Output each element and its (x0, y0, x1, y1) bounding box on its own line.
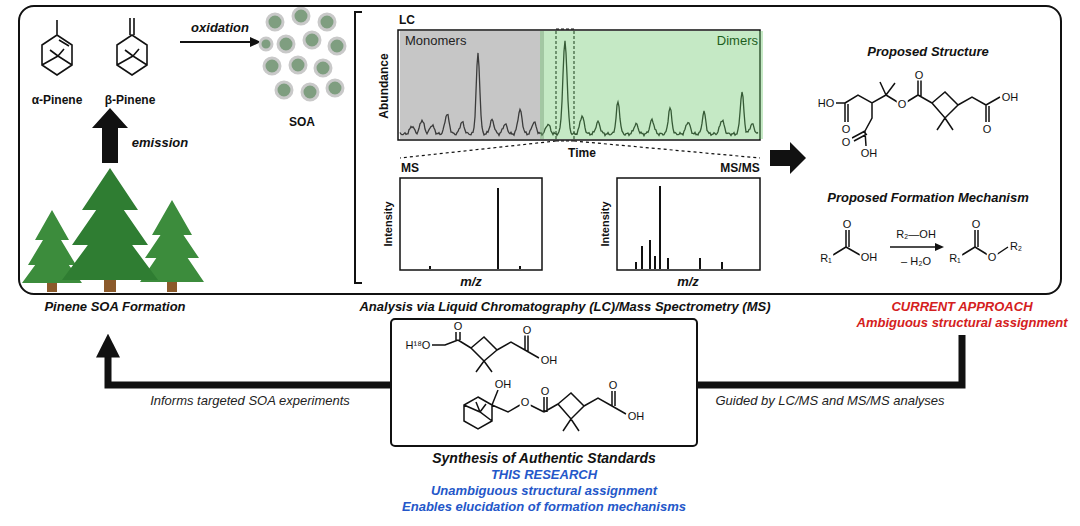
figure-label: m/z (460, 275, 482, 289)
ms-frame (400, 178, 542, 270)
atom-label: O (841, 137, 852, 148)
figure-label: α-Pinene (32, 94, 83, 107)
figure-label: Intensity (382, 201, 394, 246)
emission-arrow (92, 108, 128, 163)
connector-label: Guided by LC/MS and MS/MS analyses (713, 394, 946, 408)
atom-label: R₁ (819, 253, 833, 264)
soa-particles (327, 80, 343, 96)
figure-label: Time (568, 147, 596, 160)
atom-label: H¹⁸O (405, 340, 432, 351)
figure-label: SOA (289, 116, 315, 129)
caption-text: Pinene SOA Formation (44, 299, 185, 314)
atom-label: O (987, 252, 998, 263)
soa-particles (319, 14, 335, 30)
msms-peaks (636, 186, 722, 269)
atom-label: O (914, 70, 925, 81)
figure-label: LC (399, 14, 415, 27)
figure-label: Proposed Formation Mechanism (827, 191, 1029, 205)
box-outline (390, 318, 698, 447)
caption-text: THIS RESEARCH (491, 467, 597, 482)
soa-particles (302, 84, 318, 100)
soa-particles (315, 60, 331, 76)
figure-label: oxidation (191, 21, 249, 35)
atom-label: O (522, 325, 533, 336)
cycle-connector (108, 348, 390, 385)
connector-label: Informs targeted SOA experiments (148, 394, 352, 408)
figure-label: m/z (677, 275, 699, 289)
soa-particles (290, 57, 306, 73)
reaction-arrow (890, 246, 936, 248)
trees (22, 168, 204, 292)
soa-particles (264, 58, 280, 74)
atom-label: O (540, 386, 551, 397)
figure-label: β-Pinene (105, 94, 156, 107)
soa-particles (267, 14, 283, 30)
caption-text: CURRENT APPROACH (891, 299, 1032, 314)
atom-label: O (897, 99, 908, 110)
atom-label: – H₂O (900, 256, 932, 267)
figure-label: MS/MS (720, 162, 759, 175)
atom-label: R₂—OH (895, 229, 937, 240)
atom-label: OH (540, 355, 559, 366)
atom-label: O (608, 380, 619, 391)
figure-label: Intensity (599, 201, 611, 246)
tree (62, 168, 158, 280)
result-arrow (770, 142, 806, 174)
atom-label: O (841, 124, 852, 135)
alpha-pinene-structure (42, 20, 72, 75)
monomer-band: Monomers (400, 31, 544, 139)
atom-label: OH (860, 148, 879, 159)
bracket (355, 12, 362, 283)
figure-label: Abundance (378, 53, 391, 118)
atom-label: O (842, 219, 853, 230)
band-label: Monomers (400, 31, 544, 50)
figure-label: MS (401, 162, 419, 175)
figure-label: Proposed Structure (867, 45, 988, 59)
caption-text: Unambiguous structural assignment (431, 483, 657, 498)
tree-trunk (104, 278, 116, 292)
oxidation-arrow (180, 41, 250, 43)
atom-label: OH (494, 379, 513, 390)
cycle-connector (698, 335, 962, 385)
arrow-head (935, 243, 944, 251)
atom-label: R₁ (948, 253, 962, 264)
atom-label: O (982, 124, 993, 135)
dimer-band: Dimers (540, 31, 763, 139)
beta-pinene-structure (117, 18, 147, 75)
atom-label: O (453, 321, 464, 332)
labeled-standard-structure (432, 332, 539, 372)
atom-label: OH (860, 252, 879, 263)
band-label: Dimers (540, 31, 763, 50)
soa-particles (293, 8, 309, 24)
atom-label: O (971, 219, 982, 230)
proposed-structure (836, 80, 1000, 146)
caption-text: Ambiguous structural assignment (857, 315, 1068, 330)
atom-label: HO (817, 98, 836, 109)
atom-label: OH (1001, 92, 1020, 103)
atom-label: R₂ (1009, 241, 1023, 252)
soa-particles (260, 38, 272, 50)
figure-label: emission (132, 136, 188, 150)
atom-label: OH (627, 411, 646, 422)
caption-text: Synthesis of Authentic Standards (432, 450, 656, 466)
atom-label: O (520, 397, 531, 408)
standards-box: Synthesis of Authentic StandardsTHIS RES… (390, 318, 698, 518)
soa-particles (329, 38, 345, 54)
soa-particles (304, 32, 320, 48)
soa-particles (276, 82, 292, 98)
caption-text: Enables elucidation of formation mechani… (402, 499, 686, 514)
ms-peaks (430, 188, 520, 269)
caption-text: Analysis via Liquid Chromatography (LC)/… (359, 299, 770, 314)
soa-particles (278, 36, 294, 52)
soa-particles (260, 8, 345, 100)
msms-frame (617, 178, 760, 270)
